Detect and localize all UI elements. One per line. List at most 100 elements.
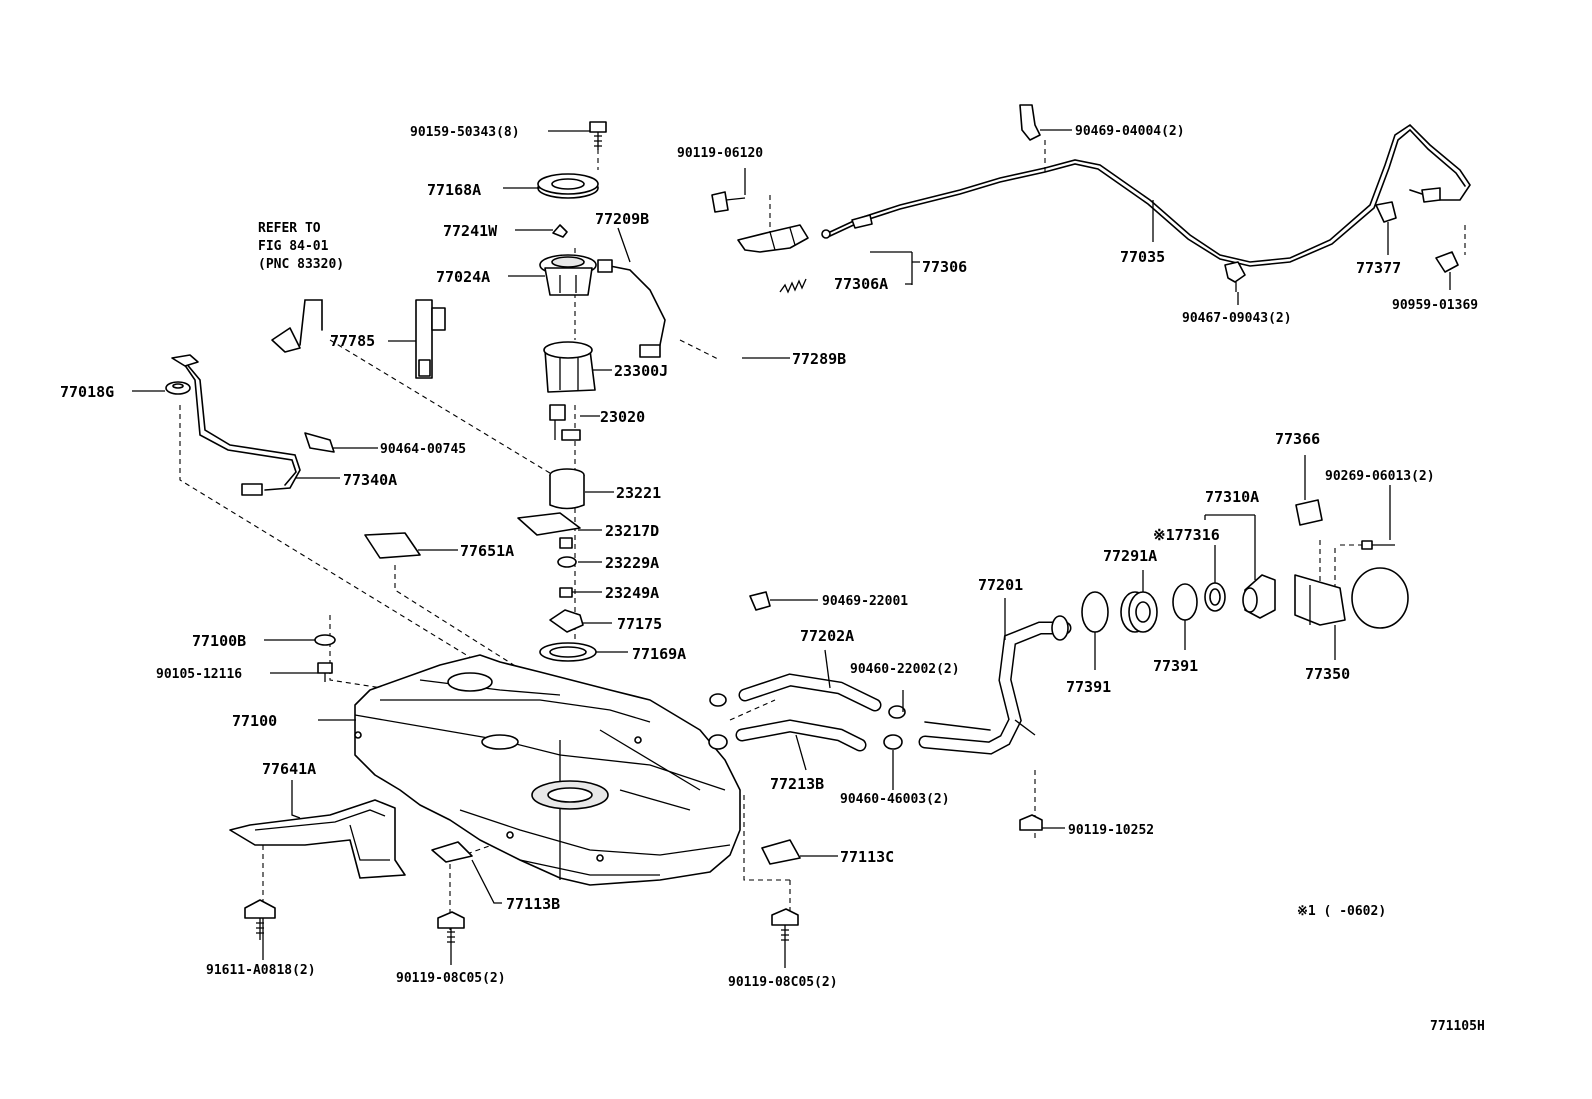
plate-77651A[interactable] — [364, 532, 421, 559]
protector-77641A[interactable] — [229, 799, 406, 879]
fuel-lid-77350[interactable] — [1294, 567, 1409, 629]
clip-90469-22001[interactable] — [749, 591, 771, 611]
fuel-tank-77100[interactable] — [354, 654, 741, 886]
clamp-90467-09043[interactable] — [1224, 261, 1246, 292]
vent-tube-77340A[interactable] — [171, 354, 301, 496]
gasket-77391-a[interactable] — [1081, 591, 1109, 633]
label-77291A[interactable]: 77291A — [1103, 547, 1157, 565]
cushion-77100B[interactable] — [314, 634, 336, 646]
filler-pipe-77201[interactable] — [918, 615, 1072, 755]
bolt-90119-06120[interactable] — [711, 191, 746, 213]
opener-cable-77035[interactable] — [821, 123, 1471, 267]
label-77641A[interactable]: 77641A — [262, 760, 316, 778]
label-77169A[interactable]: 77169A — [632, 645, 686, 663]
clamp-90460-22002[interactable] — [888, 705, 906, 719]
hose-77202A[interactable] — [738, 673, 882, 712]
label-77310A[interactable]: 77310A — [1205, 488, 1259, 506]
boot-77291A[interactable] — [1120, 591, 1158, 633]
wire-harness-77209B[interactable] — [597, 259, 666, 358]
clip-90959-01369[interactable] — [1435, 251, 1459, 273]
label-77201[interactable]: 77201 — [978, 576, 1023, 594]
bolt-90119-10252[interactable] — [1019, 814, 1043, 831]
grommet-77018G[interactable] — [165, 381, 191, 395]
label-77391-a[interactable]: 77391 — [1066, 678, 1111, 696]
label-77018G[interactable]: 77018G — [60, 383, 114, 401]
label-90460-46003[interactable]: 90460-46003(2) — [840, 792, 950, 807]
label-77289B[interactable]: 77289B — [792, 350, 846, 368]
label-77350[interactable]: 77350 — [1305, 665, 1350, 683]
label-23300J[interactable]: 23300J — [614, 362, 668, 380]
label-77316[interactable]: ※177316 — [1153, 526, 1220, 544]
label-90460-22002[interactable]: 90460-22002(2) — [850, 662, 960, 677]
label-90469-22001[interactable]: 90469-22001 — [822, 594, 908, 609]
label-23221[interactable]: 23221 — [616, 484, 661, 502]
fuel-cap-77310A[interactable] — [1242, 574, 1276, 619]
label-77175[interactable]: 77175 — [617, 615, 662, 633]
label-77113B[interactable]: 77113B — [506, 895, 560, 913]
fuel-filter-23217D[interactable] — [517, 512, 581, 549]
bolt-90105[interactable] — [317, 662, 333, 682]
fuel-pump-23221[interactable] — [549, 468, 585, 510]
label-90105[interactable]: 90105-12116 — [156, 667, 242, 682]
cushion-77175[interactable] — [549, 609, 584, 633]
clip-77241W[interactable] — [552, 224, 568, 238]
gasket-77391-b[interactable] — [1172, 583, 1198, 621]
label-23217D[interactable]: 23217D — [605, 522, 659, 540]
label-77377[interactable]: 77377 — [1356, 259, 1401, 277]
screw-90269[interactable] — [1361, 540, 1395, 550]
spring-77306A[interactable] — [779, 278, 807, 294]
clamp-90464[interactable] — [304, 432, 335, 453]
pressure-regulator-23020[interactable] — [549, 404, 581, 441]
label-77306[interactable]: 77306 — [922, 258, 967, 276]
label-23229A[interactable]: 23229A — [605, 554, 659, 572]
label-23249A[interactable]: 23249A — [605, 584, 659, 602]
bracket-77113B[interactable] — [431, 841, 473, 863]
bolt-90159[interactable] — [589, 121, 607, 150]
label-77113C[interactable]: 77113C — [840, 848, 894, 866]
label-90464[interactable]: 90464-00745 — [380, 442, 466, 457]
ring-77316[interactable] — [1204, 582, 1226, 612]
sender-gauge-77785[interactable] — [415, 299, 446, 379]
clamp-90460-46003[interactable] — [883, 734, 903, 750]
label-90119-06120[interactable]: 90119-06120 — [677, 146, 763, 161]
label-90119-08b[interactable]: 90119-08C05(2) — [728, 975, 838, 990]
sender-gauge-77024A[interactable] — [539, 254, 597, 296]
label-77785[interactable]: 77785 — [330, 332, 375, 350]
label-90159[interactable]: 90159-50343(8) — [410, 125, 520, 140]
label-77213B[interactable]: 77213B — [770, 775, 824, 793]
label-77306A[interactable]: 77306A — [834, 275, 888, 293]
label-77100B[interactable]: 77100B — [192, 632, 246, 650]
label-90269[interactable]: 90269-06013(2) — [1325, 469, 1435, 484]
hose-77213B[interactable] — [735, 719, 867, 752]
clamp-90469-04004[interactable] — [1019, 104, 1041, 141]
label-91611[interactable]: 91611-A0818(2) — [206, 963, 316, 978]
label-90959[interactable]: 90959-01369 — [1392, 298, 1478, 313]
label-77035[interactable]: 77035 — [1120, 248, 1165, 266]
clip-23249A[interactable] — [559, 587, 573, 598]
label-90467[interactable]: 90467-09043(2) — [1182, 311, 1292, 326]
label-77651A[interactable]: 77651A — [460, 542, 514, 560]
bolt-90119-08-b[interactable] — [771, 908, 799, 945]
label-23020[interactable]: 23020 — [600, 408, 645, 426]
label-77340A[interactable]: 77340A — [343, 471, 397, 489]
label-77209B[interactable]: 77209B — [595, 210, 649, 228]
label-90119-08a[interactable]: 90119-08C05(2) — [396, 971, 506, 986]
retainer-ring-77168A[interactable] — [537, 173, 599, 199]
label-77024A[interactable]: 77024A — [436, 268, 490, 286]
gasket-77169A[interactable] — [539, 642, 597, 662]
bolt-91611[interactable] — [244, 899, 276, 940]
fuel-pump-body-23300J[interactable] — [543, 341, 596, 393]
bolt-90119-08-a[interactable] — [437, 911, 465, 948]
bracket-77113C[interactable] — [761, 839, 801, 865]
label-77100[interactable]: 77100 — [232, 712, 277, 730]
washer-23229A[interactable] — [557, 556, 577, 568]
lock-lever-77306[interactable] — [737, 224, 809, 253]
label-77168A[interactable]: 77168A — [427, 181, 481, 199]
label-90469-04004[interactable]: 90469-04004(2) — [1075, 124, 1185, 139]
label-77202A[interactable]: 77202A — [800, 627, 854, 645]
label-77391-b[interactable]: 77391 — [1153, 657, 1198, 675]
clamp-77377[interactable] — [1375, 201, 1397, 223]
lid-lock-77366[interactable] — [1295, 499, 1323, 526]
label-77366[interactable]: 77366 — [1275, 430, 1320, 448]
label-77241W[interactable]: 77241W — [443, 222, 498, 240]
